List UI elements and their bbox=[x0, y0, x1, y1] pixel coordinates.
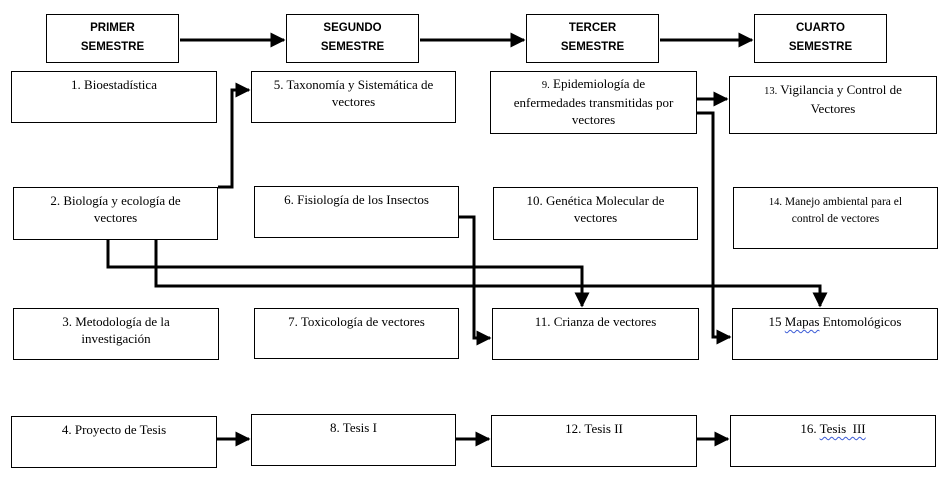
course-14-box: 14. Manejo ambiental para el control de … bbox=[733, 187, 938, 249]
course-5-box: 5. Taxonomía y Sistemática de vectores bbox=[251, 71, 456, 123]
course-13-box: 13. Vigilancia y Control de Vectores bbox=[729, 76, 937, 134]
semester-header-3: TERCER SEMESTRE bbox=[526, 14, 659, 63]
course-16-box: 16. Tesis III bbox=[730, 415, 936, 467]
course-8-box: 8. Tesis I bbox=[251, 414, 456, 466]
arrow-course6-to-course11 bbox=[459, 215, 492, 346]
course-15-box: 15 Mapas Entomológicos bbox=[732, 308, 938, 360]
course-10-box: 10. Genética Molecular de vectores bbox=[493, 187, 698, 240]
course-9-box: 9. Epidemiología de enfermedades transmi… bbox=[490, 71, 697, 134]
semester-header-4: CUARTO SEMESTRE bbox=[754, 14, 887, 63]
course-6-box: 6. Fisiología de los Insectos bbox=[254, 186, 459, 238]
semester-header-2: SEGUNDO SEMESTRE bbox=[286, 14, 419, 63]
course-11-box: 11. Crianza de vectores bbox=[492, 308, 699, 360]
arrow-course2-to-course15 bbox=[154, 240, 828, 308]
course-3-box: 3. Metodología de la investigación bbox=[13, 308, 219, 360]
course-1-box: 1. Bioestadística bbox=[11, 71, 217, 123]
course-4-box: 4. Proyecto de Tesis bbox=[11, 416, 217, 468]
course-12-box: 12. Tesis II bbox=[491, 415, 697, 467]
course-2-box: 2. Biología y ecología de vectores bbox=[13, 187, 218, 240]
arrow-course2-to-course11 bbox=[106, 240, 590, 308]
course-7-box: 7. Toxicología de vectores bbox=[254, 308, 459, 359]
arrow-course2-to-course5 bbox=[218, 82, 251, 189]
arrow-course9-to-course15 bbox=[697, 111, 732, 345]
semester-header-1: PRIMER SEMESTRE bbox=[46, 14, 179, 63]
